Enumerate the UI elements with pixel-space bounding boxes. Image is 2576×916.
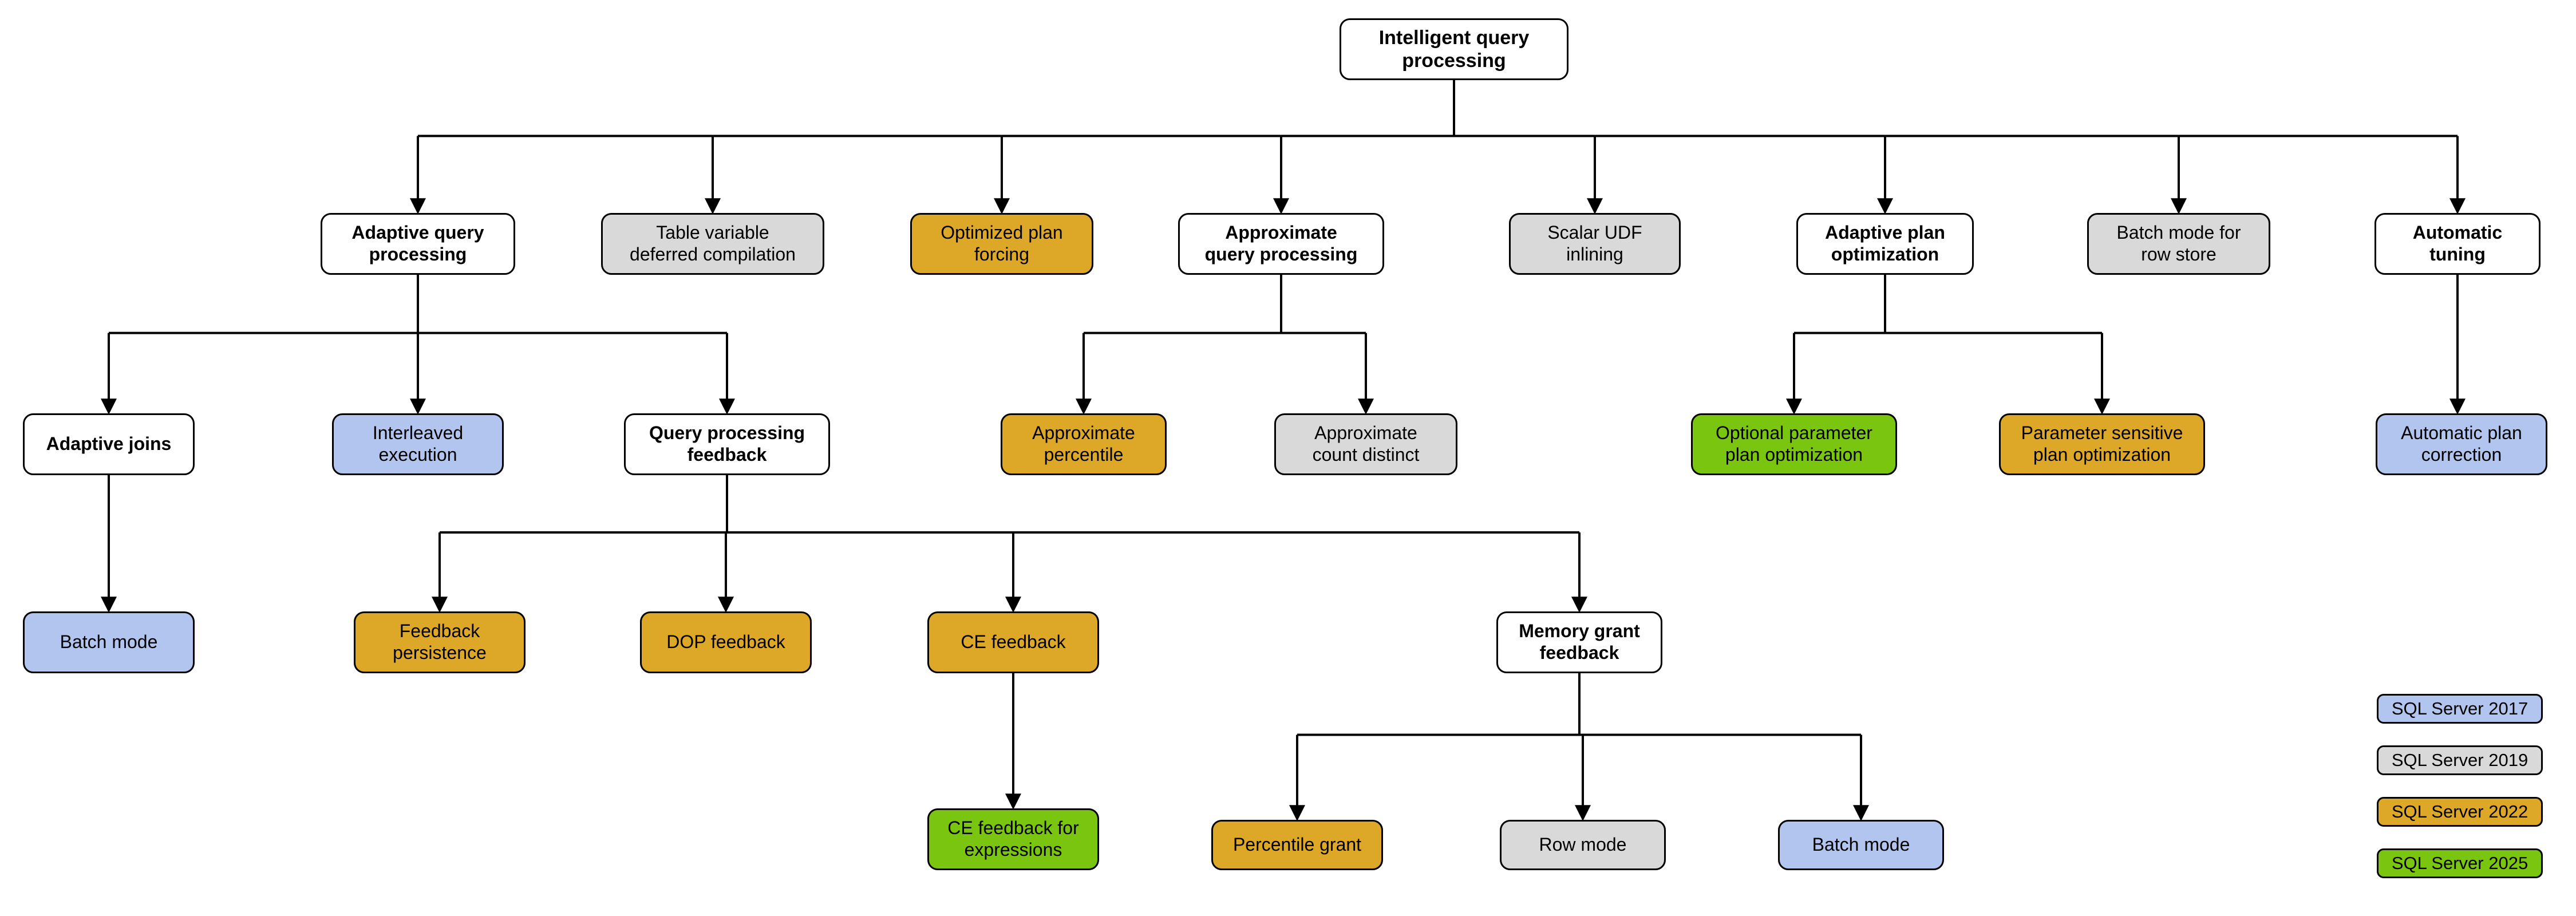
node-root[interactable]: Intelligent query processing	[1340, 18, 1568, 80]
legend-item-3: SQL Server 2025	[2377, 848, 2543, 878]
node-label: Batch mode	[1812, 834, 1910, 855]
node-opt-plan-forcing[interactable]: Optimized plan forcing	[910, 213, 1093, 275]
node-label: Approximate query processing	[1204, 222, 1358, 264]
node-label: Optional parameter plan optimization	[1716, 423, 1872, 465]
node-qp-feedback[interactable]: Query processing feedback	[624, 413, 830, 475]
node-param-sensitive[interactable]: Parameter sensitive plan optimization	[1999, 413, 2205, 475]
node-label: Adaptive query processing	[351, 222, 484, 264]
node-label: Batch mode	[60, 631, 158, 653]
node-label: CE feedback for expressions	[947, 818, 1079, 860]
node-label: Table variable deferred compilation	[630, 222, 796, 264]
legend-item-label: SQL Server 2025	[2391, 853, 2528, 873]
node-label: Adaptive plan optimization	[1825, 222, 1945, 264]
node-adaptive-qp[interactable]: Adaptive query processing	[321, 213, 515, 275]
node-label: Optimized plan forcing	[941, 222, 1063, 264]
node-ce-feedback[interactable]: CE feedback	[927, 611, 1099, 673]
node-dop-feedback[interactable]: DOP feedback	[640, 611, 812, 673]
node-memory-grant[interactable]: Memory grant feedback	[1496, 611, 1662, 673]
node-ce-feedback-expr[interactable]: CE feedback for expressions	[927, 808, 1099, 870]
node-batch-mode-aj[interactable]: Batch mode	[23, 611, 195, 673]
node-label: CE feedback	[961, 631, 1066, 653]
node-batch-rowstore[interactable]: Batch mode for row store	[2087, 213, 2270, 275]
node-adaptive-joins[interactable]: Adaptive joins	[23, 413, 195, 475]
node-scalar-udf[interactable]: Scalar UDF inlining	[1509, 213, 1681, 275]
node-approx-count[interactable]: Approximate count distinct	[1274, 413, 1457, 475]
legend-item-2: SQL Server 2022	[2377, 797, 2543, 827]
node-label: Adaptive joins	[46, 433, 172, 455]
node-label: Scalar UDF inlining	[1547, 222, 1642, 264]
node-label: Automatic tuning	[2412, 222, 2503, 264]
node-label: DOP feedback	[666, 631, 785, 653]
legend-item-label: SQL Server 2019	[2391, 750, 2528, 770]
node-label: Automatic plan correction	[2401, 423, 2522, 465]
node-label: Approximate count distinct	[1312, 423, 1420, 465]
node-feedback-persist[interactable]: Feedback persistence	[354, 611, 526, 673]
legend-item-label: SQL Server 2022	[2391, 802, 2528, 822]
node-label: Memory grant feedback	[1519, 621, 1640, 663]
legend-item-label: SQL Server 2017	[2391, 698, 2528, 718]
node-approx-qp[interactable]: Approximate query processing	[1178, 213, 1384, 275]
legend-item-1: SQL Server 2019	[2377, 745, 2543, 775]
node-label: Interleaved execution	[372, 423, 464, 465]
node-tv-deferred[interactable]: Table variable deferred compilation	[601, 213, 824, 275]
node-approx-percentile[interactable]: Approximate percentile	[1001, 413, 1167, 475]
node-percentile-grant[interactable]: Percentile grant	[1211, 820, 1383, 870]
node-label: Intelligent query processing	[1378, 26, 1530, 72]
node-batch-mode-mg[interactable]: Batch mode	[1778, 820, 1944, 870]
node-label: Approximate percentile	[1032, 423, 1135, 465]
node-adaptive-plan-opt[interactable]: Adaptive plan optimization	[1796, 213, 1974, 275]
node-row-mode[interactable]: Row mode	[1500, 820, 1666, 870]
node-auto-plan-corr[interactable]: Automatic plan correction	[2376, 413, 2547, 475]
node-label: Feedback persistence	[393, 621, 487, 663]
node-label: Query processing feedback	[649, 423, 805, 465]
node-optional-param[interactable]: Optional parameter plan optimization	[1691, 413, 1897, 475]
node-label: Row mode	[1539, 834, 1627, 855]
node-label: Batch mode for row store	[2116, 222, 2241, 264]
legend-item-0: SQL Server 2017	[2377, 694, 2543, 724]
node-label: Percentile grant	[1232, 834, 1362, 855]
node-interleaved-exec[interactable]: Interleaved execution	[332, 413, 504, 475]
node-label: Parameter sensitive plan optimization	[2021, 423, 2183, 465]
node-auto-tuning[interactable]: Automatic tuning	[2374, 213, 2541, 275]
